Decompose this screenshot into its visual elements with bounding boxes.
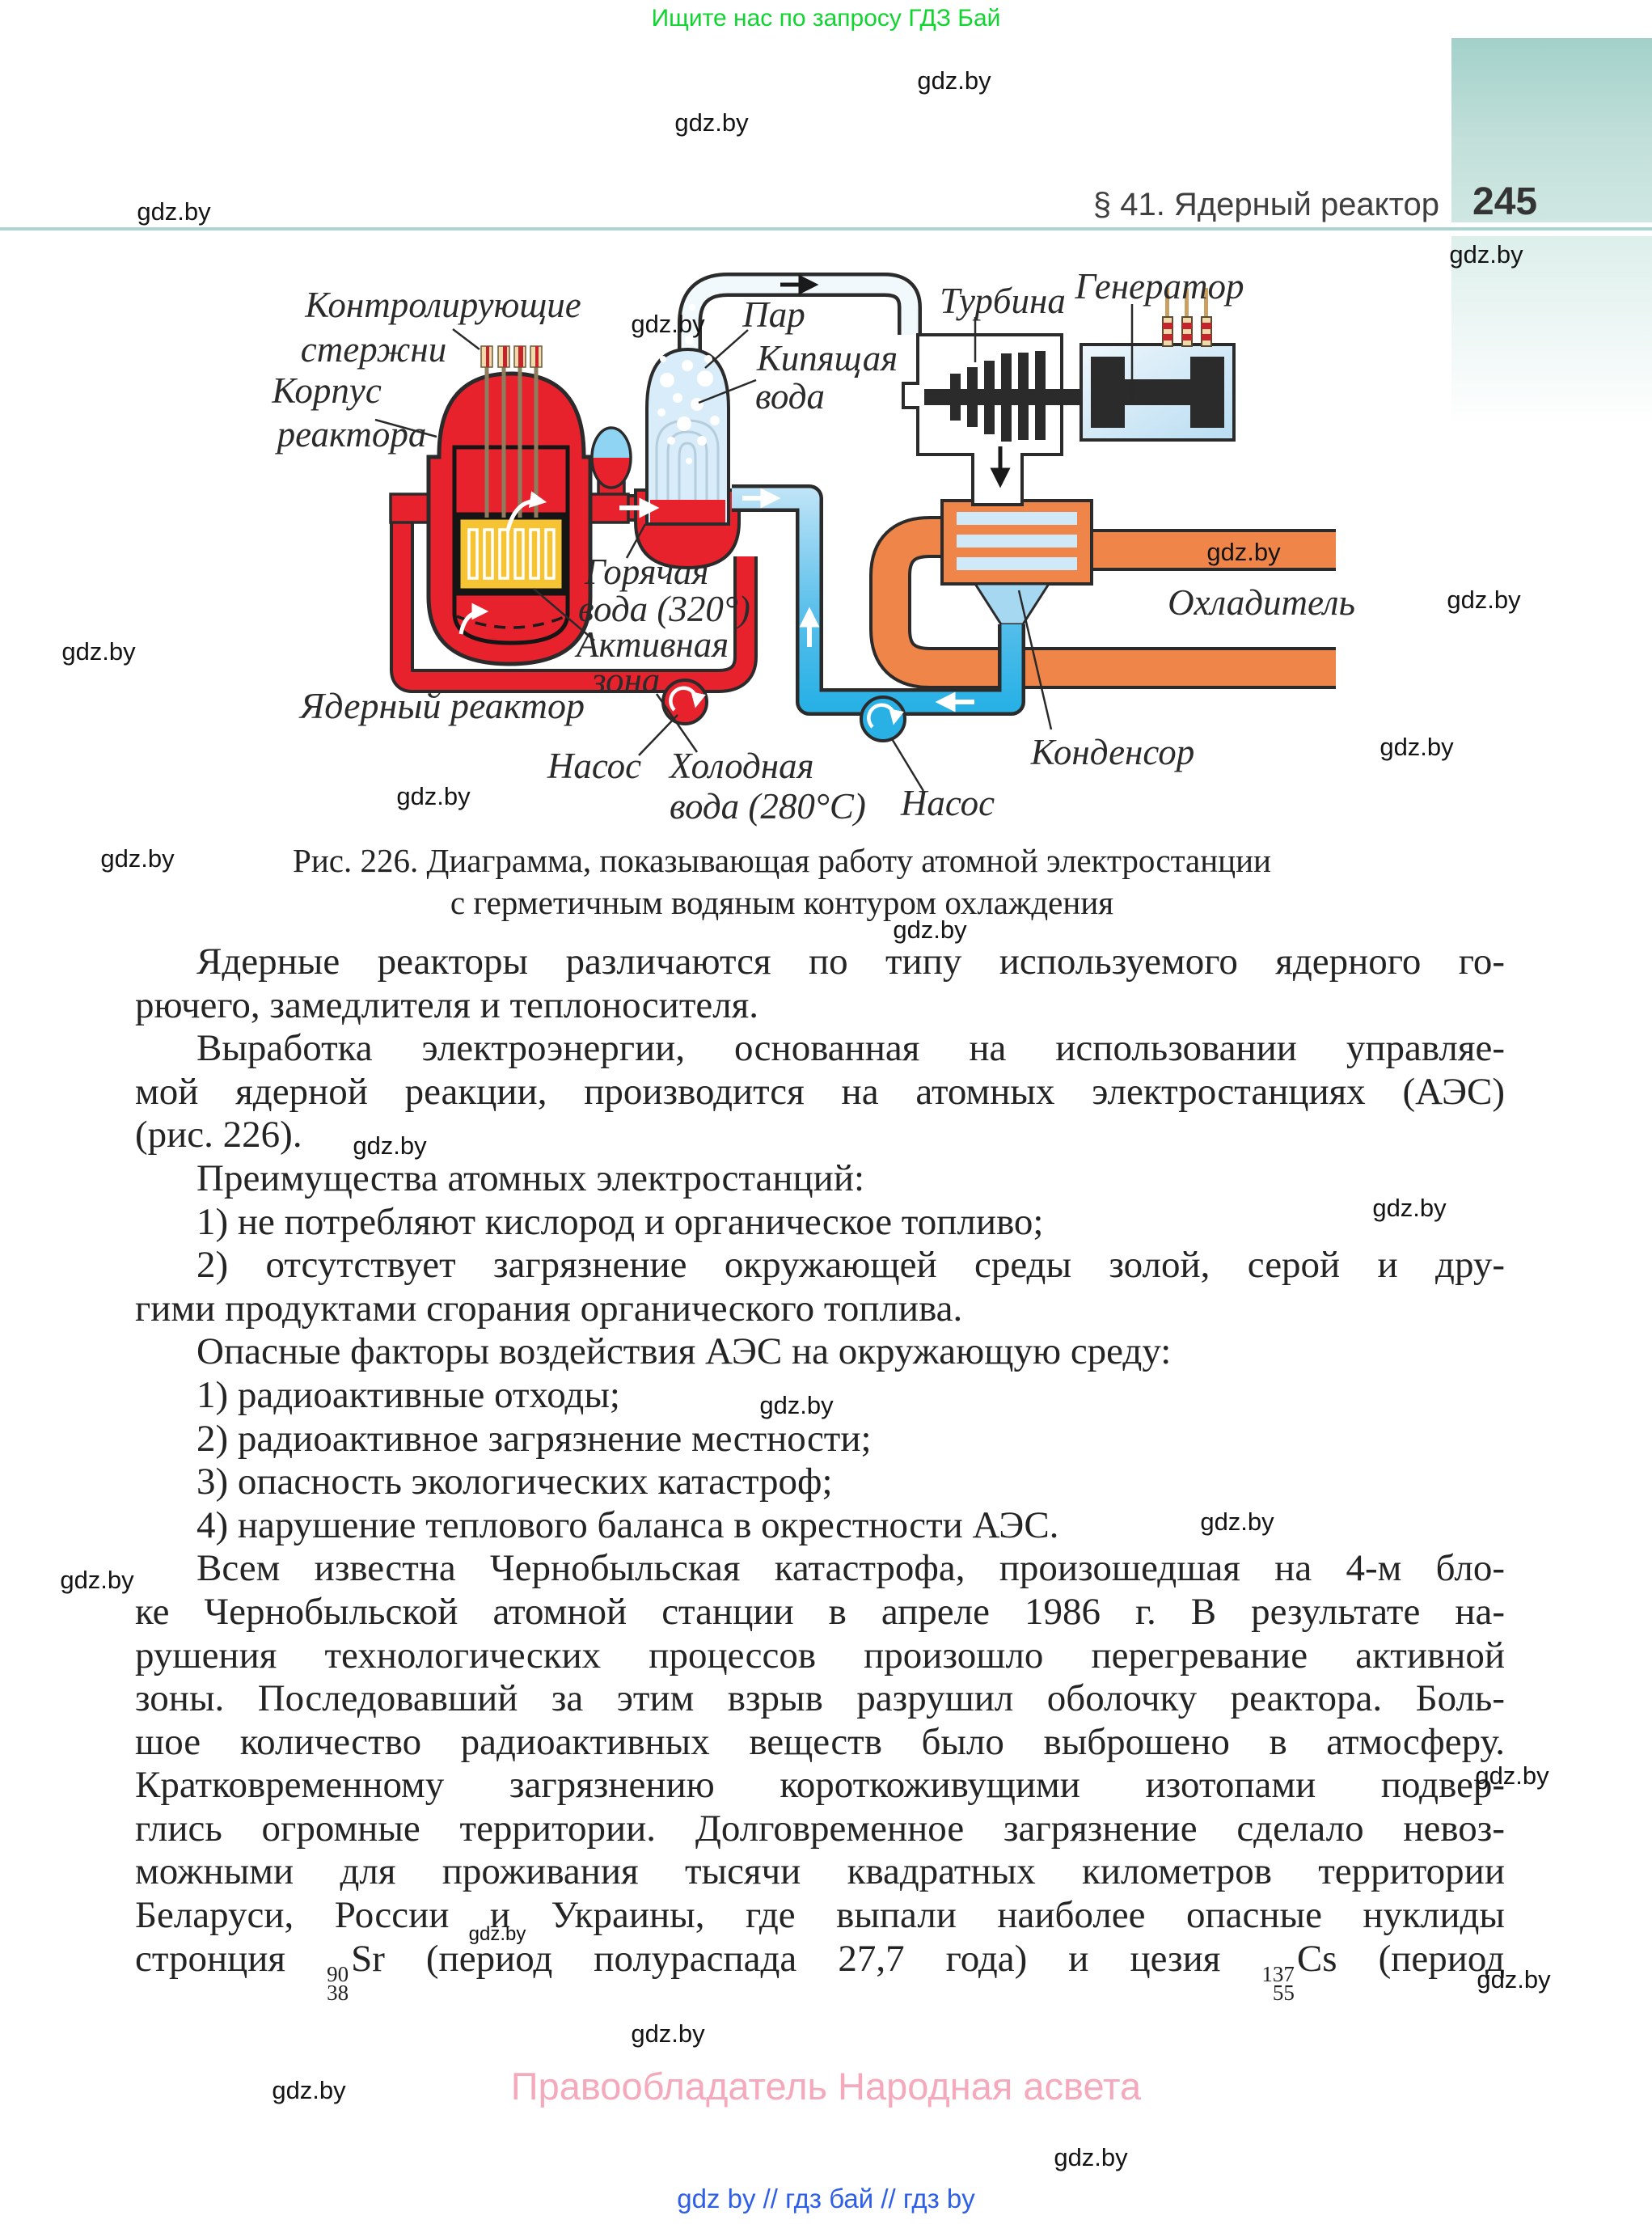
- body-line: 1) не потребляют кислород и органическое…: [196, 1200, 1044, 1243]
- body-text: Ядерные реакторы различаются по типу исп…: [135, 941, 1505, 2005]
- body-line: Кратковременному загрязнению короткоживу…: [135, 1764, 1505, 1807]
- watermark: gdz.by: [468, 1923, 526, 1945]
- steam-generator: [634, 304, 741, 570]
- watermark: gdz.by: [631, 310, 705, 338]
- watermark: gdz.by: [674, 108, 749, 137]
- watermark: gdz.by: [1054, 2143, 1128, 2171]
- generator-terminals: [1162, 288, 1212, 347]
- steam-bubbles: [657, 304, 720, 464]
- isotope-symbol: Sr: [351, 1937, 385, 1980]
- body-line: Всем известна Чернобыльская катастрофа, …: [196, 1547, 1505, 1590]
- label-reactor: Ядерный реактор: [298, 685, 585, 726]
- label-core-2: зона: [591, 660, 660, 700]
- watermark: gdz.by: [353, 1131, 427, 1160]
- body-line: зоны. Последовавший за этим взрыв разруш…: [135, 1677, 1505, 1720]
- watermark: gdz.by: [1206, 538, 1281, 566]
- watermark: gdz.by: [61, 637, 136, 666]
- body-line: шое количество радиоактивных веществ был…: [135, 1720, 1505, 1763]
- watermark: gdz.by: [1449, 240, 1523, 268]
- body-line: 3) опасность экологических катастроф;: [196, 1461, 833, 1503]
- label-pump-right: Насос: [900, 783, 995, 823]
- figure-caption-line1: Рис. 226. Диаграмма, показывающая работу…: [293, 842, 1271, 879]
- watermark: gdz.by: [759, 1391, 834, 1419]
- watermark: gdz.by: [1477, 1965, 1551, 1994]
- body-line: рушения технологических процессов произо…: [135, 1634, 1505, 1676]
- cooler-pipes: [869, 516, 1336, 689]
- label-control-rods: Контролирующие: [304, 285, 581, 325]
- top-banner-text: Ищите нас по запросу ГДЗ Бай: [651, 5, 1001, 32]
- label-turbine: Турбина: [940, 281, 1066, 321]
- label-pump-left: Насос: [547, 746, 641, 786]
- reactor-vessel: [389, 345, 630, 666]
- watermark: gdz.by: [60, 1566, 134, 1594]
- body-line: 2) отсутствует загрязнение окружающей ср…: [196, 1244, 1505, 1287]
- label-hot-water-2: вода (320°): [578, 589, 750, 629]
- body-line: Беларуси, России и Украины, где выпали н…: [135, 1894, 1505, 1937]
- section-title: § 41. Ядерный реактор: [1092, 187, 1439, 222]
- body-line: 4) нарушение теплового баланса в окрестн…: [196, 1503, 1059, 1546]
- body-line: Выработка электроэнергии, основанная на …: [196, 1027, 1505, 1070]
- label-vessel: Корпус: [271, 370, 382, 411]
- pointer-lines: [374, 304, 1134, 792]
- watermark: gdz.by: [917, 66, 991, 95]
- body-line: Опасные факторы воздействия АЭС на окруж…: [196, 1330, 1172, 1373]
- body-line: Ядерные реакторы различаются по типу исп…: [196, 941, 1505, 983]
- footer-links[interactable]: gdz by // гдз бай // гдз by: [677, 2184, 975, 2213]
- watermark: gdz.by: [137, 197, 211, 226]
- watermark: gdz.by: [1447, 586, 1521, 614]
- generator: [1080, 288, 1236, 442]
- label-cold-water: Холодная: [668, 746, 814, 786]
- watermark: gdz.by: [1372, 1194, 1447, 1222]
- body-line: ке Чернобыльской атомной станции в апрел…: [135, 1590, 1505, 1633]
- label-core: Активная: [574, 624, 729, 665]
- label-cooler: Охладитель: [1168, 582, 1355, 623]
- watermark: gdz.by: [893, 915, 967, 944]
- body-line: Преимущества атомных электростанций:: [196, 1156, 865, 1199]
- page-number: 245: [1472, 180, 1538, 223]
- teal-fade-box: [1451, 236, 1652, 426]
- isotope-symbol: Cs: [1296, 1937, 1337, 1980]
- label-condenser: Конденсор: [1030, 732, 1194, 772]
- header-divider: [0, 227, 1652, 230]
- watermark: gdz.by: [1475, 1761, 1549, 1790]
- label-control-rods-2: стержни: [301, 329, 447, 370]
- label-cold-water-2: вода (280°C): [670, 786, 866, 827]
- turbine: [924, 351, 1093, 442]
- body-line: глись огромные территории. Долговременно…: [135, 1807, 1505, 1850]
- body-line: 1) радиоактивные отходы;: [196, 1373, 620, 1416]
- body-line: 2) радиоактивное загрязнение местности;: [196, 1417, 872, 1460]
- label-boiling-water: Кипящая: [756, 338, 898, 378]
- diagram-labels: Контролирующие стержни Корпус реактора П…: [271, 266, 1355, 827]
- body-line: рючего, замедлителя и теплоносителя.: [135, 983, 759, 1026]
- label-generator: Генератор: [1074, 266, 1244, 307]
- condensate-pipes: [732, 484, 1025, 716]
- body-line: гими продуктами сгорания органического т…: [135, 1287, 963, 1330]
- copyright-text: Правообладатель Народная асвета: [510, 2065, 1142, 2108]
- label-boiling-water-2: вода: [755, 376, 825, 416]
- flow-arrows: [458, 274, 1011, 729]
- label-steam: Пар: [741, 294, 805, 335]
- body-line: (рис. 226).: [135, 1114, 302, 1156]
- reactor-core: [453, 512, 569, 596]
- label-hot-water: Горячая: [584, 552, 708, 592]
- watermark: gdz.by: [1379, 733, 1454, 761]
- figure-caption-line2: с герметичным водяным контуром охлаждени…: [450, 884, 1114, 921]
- condenser: [940, 499, 1093, 626]
- label-vessel-2: реактора: [275, 414, 427, 455]
- page-number-box: [1451, 38, 1652, 222]
- watermark: gdz.by: [100, 844, 175, 873]
- watermark: gdz.by: [1200, 1507, 1274, 1536]
- watermark: gdz.by: [631, 2019, 705, 2048]
- watermark: gdz.by: [396, 782, 471, 810]
- watermark: gdz.by: [272, 2076, 346, 2104]
- body-line: мой ядерной реакции, производится на ато…: [135, 1070, 1505, 1113]
- body-line: можными для проживания тысячи квадратных…: [135, 1850, 1505, 1893]
